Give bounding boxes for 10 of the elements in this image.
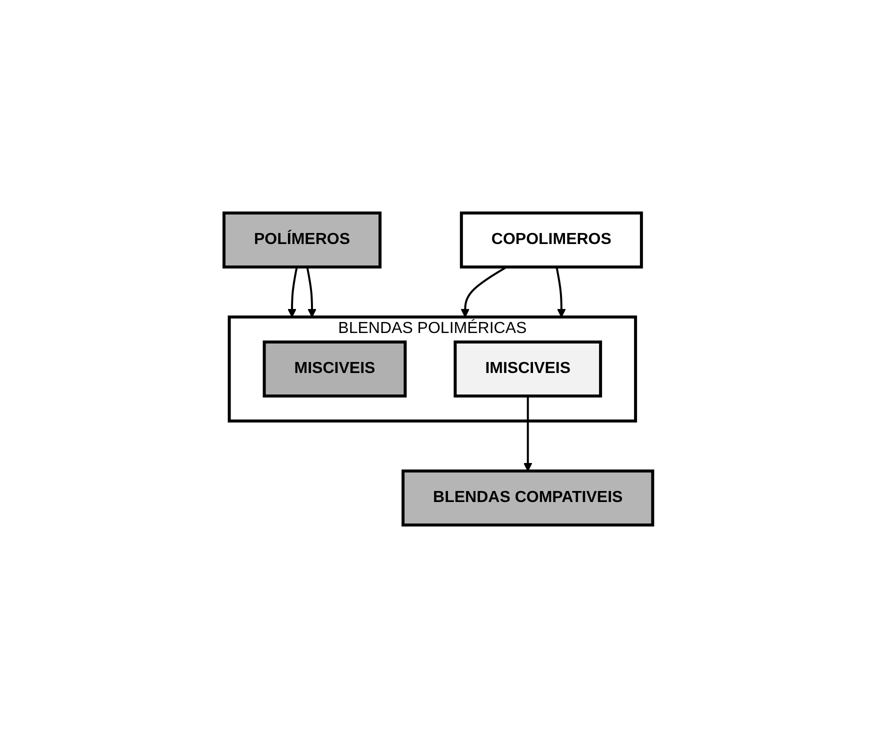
arrow	[460, 266, 507, 317]
arrow	[306, 266, 316, 317]
node-box: BLENDAS COMPATIVEIS	[401, 469, 654, 526]
node-box: MISCIVEIS	[262, 340, 406, 397]
arrow	[287, 266, 298, 317]
node-box: COPOLIMEROS	[460, 211, 643, 268]
node-box: POLÍMEROS	[222, 211, 382, 268]
node-box: IMISCIVEIS	[453, 340, 602, 397]
arrow	[555, 266, 566, 317]
arrow	[523, 396, 532, 471]
